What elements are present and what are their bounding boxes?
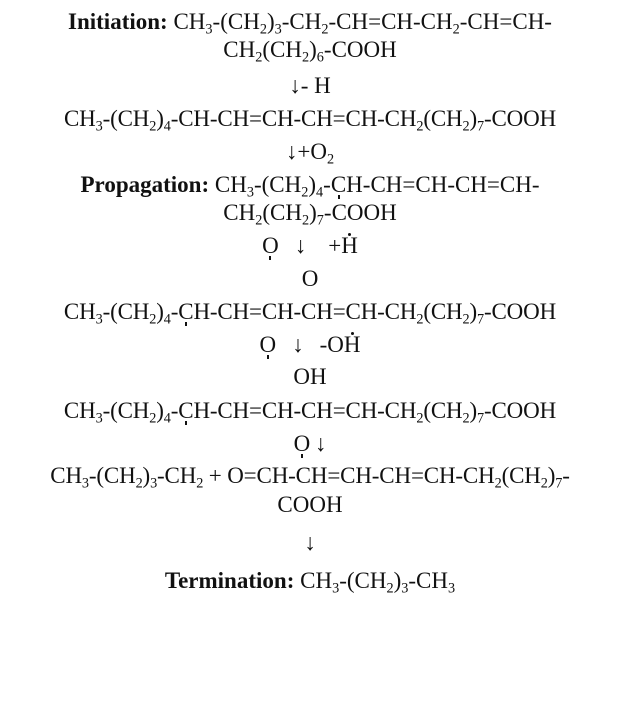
down-arrow: ↓	[285, 139, 298, 164]
step-remove-h: ↓- H	[0, 71, 620, 100]
down-arrow: ↓	[294, 233, 307, 258]
step-label: -O	[319, 332, 344, 357]
cooh-group: COOH	[491, 299, 557, 324]
propagation-label: Propagation:	[80, 172, 210, 197]
termination-line: Termination: CH3-(CH2)3-CH3	[164, 568, 456, 597]
fatty-acid-radical: CH3-(CH2)4-CH-CH=CH-CH=CH-CH2(CH2)7-COOH	[63, 106, 557, 135]
step-label: - H	[300, 73, 331, 98]
hydroxyl-label: OH	[293, 364, 327, 389]
oxygen-label: O	[301, 266, 319, 291]
cleavage-products-line-1: CH3-(CH2)3-CH2 + O=CH-CH=CH-CH=CH-CH2(CH…	[50, 463, 570, 492]
cooh-group: COOH	[331, 37, 397, 62]
hydrogen-radical: H	[343, 332, 361, 357]
step-add-h: O ↓ +H	[0, 231, 620, 260]
initiation-line-1: Initiation: CH3-(CH2)3-CH2-CH=CH-CH2-CH=…	[68, 9, 552, 38]
cooh-group: COOH	[491, 398, 557, 423]
down-arrow: ↓	[314, 431, 327, 456]
propagation-line-1: Propagation: CH3-(CH2)4-CH-CH=CH-CH=CH-	[80, 172, 540, 201]
step-terminate: ↓	[0, 528, 620, 557]
down-arrow: ↓	[289, 73, 301, 98]
propagation-line-2: CH2(CH2)7-COOH	[223, 200, 397, 229]
hydroperoxide-chain: CH3-(CH2)4-CH-CH=CH-CH=CH-CH2(CH2)7-COOH	[63, 299, 557, 328]
alkoxy-chain: CH3-(CH2)4-CH-CH=CH-CH=CH-CH2(CH2)7-COOH	[63, 398, 557, 427]
termination-label: Termination:	[164, 568, 295, 593]
peroxy-oxygen: O	[262, 233, 279, 260]
cleavage-products-line-2: COOH	[0, 490, 620, 519]
cooh-group: COOH	[331, 200, 397, 225]
step-remove-oh: O ↓ -OH	[0, 330, 620, 359]
lipid-peroxidation-scheme: Initiation: CH3-(CH2)3-CH2-CH=CH-CH2-CH=…	[0, 9, 620, 595]
hydrogen-radical: H	[341, 233, 358, 258]
initiation-label: Initiation:	[68, 9, 168, 34]
down-arrow: ↓	[304, 530, 316, 555]
peroxy-oxygen: O	[259, 332, 277, 359]
down-arrow: ↓	[292, 332, 304, 357]
initiation-line-2: CH2(CH2)6-COOH	[223, 37, 397, 66]
step-cleavage: O ↓	[0, 429, 620, 458]
hydroxyl-group: OH	[0, 362, 620, 391]
step-label: +	[328, 233, 342, 258]
cooh-group: COOH	[491, 106, 557, 131]
step-add-o2: ↓+O2	[285, 139, 335, 168]
oxygen-atom: O	[0, 264, 620, 293]
step-label: +O	[297, 139, 327, 164]
alkoxy-oxygen: O	[293, 431, 311, 458]
cooh-group: COOH	[277, 492, 343, 517]
